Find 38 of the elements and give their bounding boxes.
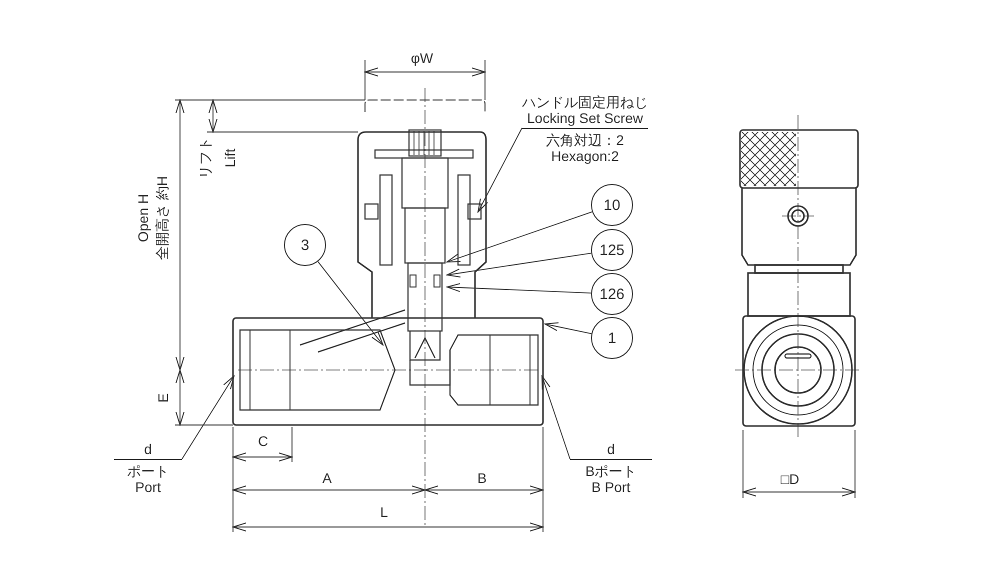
leader-line: [446, 252, 592, 278]
dimension-label: E: [155, 393, 171, 403]
callout-circle: [591, 273, 633, 315]
dimension-label: B: [477, 470, 487, 486]
dimension-label: Open H: [135, 194, 151, 242]
thread-size-label: d: [606, 441, 616, 457]
thread-size-label: d: [143, 441, 153, 457]
leader-line: [544, 322, 592, 334]
callout-number: 1: [608, 330, 616, 346]
dimension-label: Lift: [222, 148, 238, 168]
dimension-label: C: [258, 433, 268, 449]
callout-circle: [591, 317, 633, 359]
callout-number: 10: [604, 196, 620, 214]
callout-circle: [591, 184, 633, 226]
leader-line: [182, 376, 234, 460]
dimension-label: φW: [410, 50, 434, 66]
leader-line: [478, 128, 522, 212]
dimension-label: A: [322, 470, 332, 486]
note-text: Locking Set Screw: [526, 110, 644, 126]
dimension-label: L: [380, 504, 388, 520]
spec-text: Hexagon:2: [550, 148, 620, 164]
callout-number: 125: [599, 242, 625, 258]
port-label: B Port: [590, 479, 632, 495]
callout-number: 3: [300, 236, 310, 254]
note-text: ハンドル固定用ねじ: [522, 94, 648, 110]
leader-line: [446, 211, 593, 262]
port-label: Bポート: [584, 463, 638, 479]
callout-number: 126: [599, 286, 625, 302]
leader-line: [446, 283, 592, 294]
leader-line: [542, 376, 570, 460]
dimension-label: 全開高さ 約H: [154, 176, 170, 260]
callout-circle: [591, 229, 633, 271]
port-label: Port: [134, 479, 162, 495]
dimension-label: リフト: [197, 137, 213, 179]
leader-line: [317, 261, 384, 346]
spec-text: 六角対辺：2: [545, 132, 625, 148]
dimension-label: □D: [780, 471, 800, 487]
port-label: ポート: [126, 463, 170, 479]
